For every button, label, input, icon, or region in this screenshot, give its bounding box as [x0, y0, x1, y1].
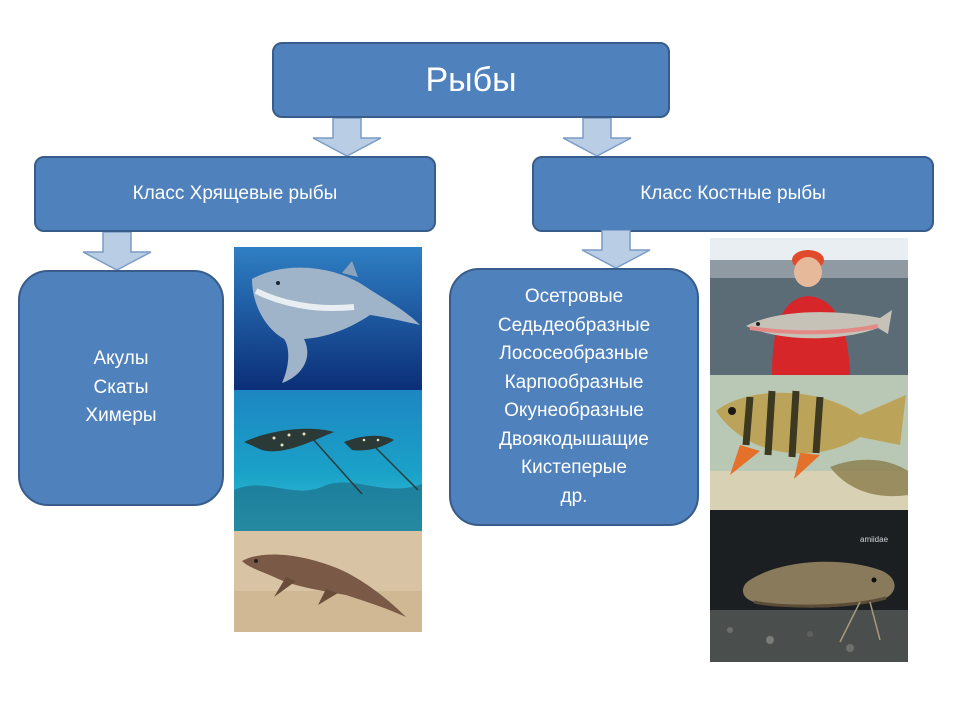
photo-watermark: amiidae — [860, 535, 889, 544]
arrow-down-icon — [312, 118, 382, 157]
list-item: Двоякодышащие — [499, 428, 649, 450]
list-item: Кистеперые — [521, 457, 627, 478]
list-box-cartilaginous: Акулы Скаты Химеры — [18, 270, 224, 506]
photo-chimaera — [234, 531, 422, 632]
list-item: Скаты — [93, 376, 149, 398]
arrow-down-icon — [82, 232, 152, 271]
photo-eagle-rays — [234, 390, 422, 531]
list-box-bony: Осетровые Седьдеобразные Лососеобразные … — [449, 268, 699, 526]
list-item: Осетровые — [524, 286, 624, 307]
list-item: др. — [560, 485, 588, 507]
class-title-bony: Класс Костные рыбы — [640, 183, 826, 204]
root-box: Рыбы — [272, 42, 670, 118]
photo-man-with-salmon — [710, 238, 908, 375]
photo-perch — [710, 375, 908, 510]
class-title-cartilaginous: Класс Хрящевые рыбы — [132, 183, 338, 204]
class-box-cartilaginous: Класс Хрящевые рыбы — [34, 156, 436, 232]
photo-shark — [234, 247, 422, 390]
list-item: Химеры — [85, 405, 157, 427]
arrow-down-icon — [562, 118, 632, 157]
list-item: Седьдеобразные — [497, 314, 651, 336]
list-item: Лососеобразные — [499, 343, 649, 364]
list-item: Карпообразные — [504, 371, 644, 393]
arrow-down-icon — [581, 230, 651, 269]
photo-lungfish: amiidae — [710, 510, 908, 662]
list-item: Акулы — [93, 348, 149, 370]
class-box-bony: Класс Костные рыбы — [532, 156, 934, 232]
root-title: Рыбы — [425, 60, 517, 99]
list-item: Окунеобразные — [504, 400, 644, 421]
